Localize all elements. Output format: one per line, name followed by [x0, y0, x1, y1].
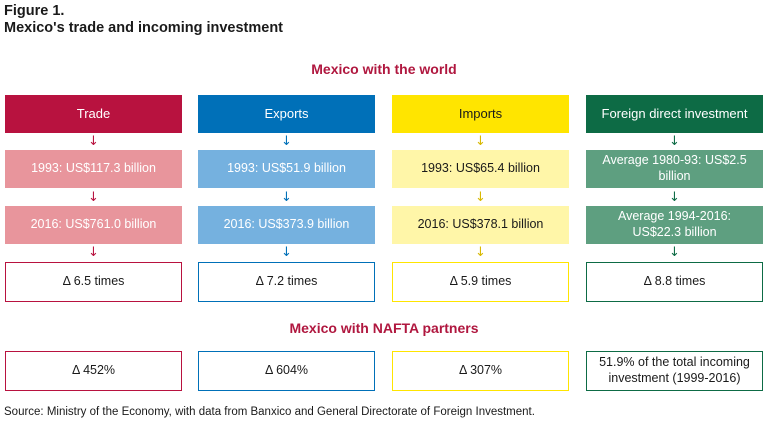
imports-arrow-1: ↓	[475, 134, 486, 149]
nafta-heading: Mexico with NAFTA partners	[289, 320, 479, 336]
fdi-delta: Δ 8.8 times	[586, 262, 763, 302]
trade-header: Trade	[5, 95, 182, 133]
exports-arrow-1: ↓	[281, 134, 292, 149]
exports-delta: Δ 7.2 times	[198, 262, 375, 302]
imports-arrow-2: ↓	[475, 190, 486, 205]
figure-label: Figure 1.	[4, 3, 65, 19]
imports-header: Imports	[392, 95, 569, 133]
fdi-value-1994-2016: Average 1994-2016: US$22.3 billion	[586, 206, 763, 244]
exports-value-1993: 1993: US$51.9 billion	[198, 150, 375, 188]
fdi-arrow-3: ↓	[669, 245, 680, 260]
source-note: Source: Ministry of the Economy, with da…	[4, 406, 535, 418]
trade-value-1993: 1993: US$117.3 billion	[5, 150, 182, 188]
exports-nafta: Δ 604%	[198, 351, 375, 391]
trade-delta: Δ 6.5 times	[5, 262, 182, 302]
fdi-nafta: 51.9% of the total incoming investment (…	[586, 351, 763, 391]
imports-value-2016: 2016: US$378.1 billion	[392, 206, 569, 244]
trade-nafta: Δ 452%	[5, 351, 182, 391]
trade-value-2016: 2016: US$761.0 billion	[5, 206, 182, 244]
world-heading: Mexico with the world	[311, 61, 457, 77]
fdi-header: Foreign direct investment	[586, 95, 763, 133]
exports-arrow-2: ↓	[281, 190, 292, 205]
fdi-value-1980-93: Average 1980-93: US$2.5 billion	[586, 150, 763, 188]
exports-arrow-3: ↓	[281, 245, 292, 260]
exports-value-2016: 2016: US$373.9 billion	[198, 206, 375, 244]
trade-arrow-1: ↓	[88, 134, 99, 149]
figure-title: Mexico's trade and incoming investment	[4, 20, 284, 36]
fdi-arrow-1: ↓	[669, 134, 680, 149]
imports-arrow-3: ↓	[475, 245, 486, 260]
trade-arrow-2: ↓	[88, 190, 99, 205]
imports-nafta: Δ 307%	[392, 351, 569, 391]
fdi-arrow-2: ↓	[669, 190, 680, 205]
imports-value-1993: 1993: US$65.4 billion	[392, 150, 569, 188]
imports-delta: Δ 5.9 times	[392, 262, 569, 302]
trade-arrow-3: ↓	[88, 245, 99, 260]
exports-header: Exports	[198, 95, 375, 133]
